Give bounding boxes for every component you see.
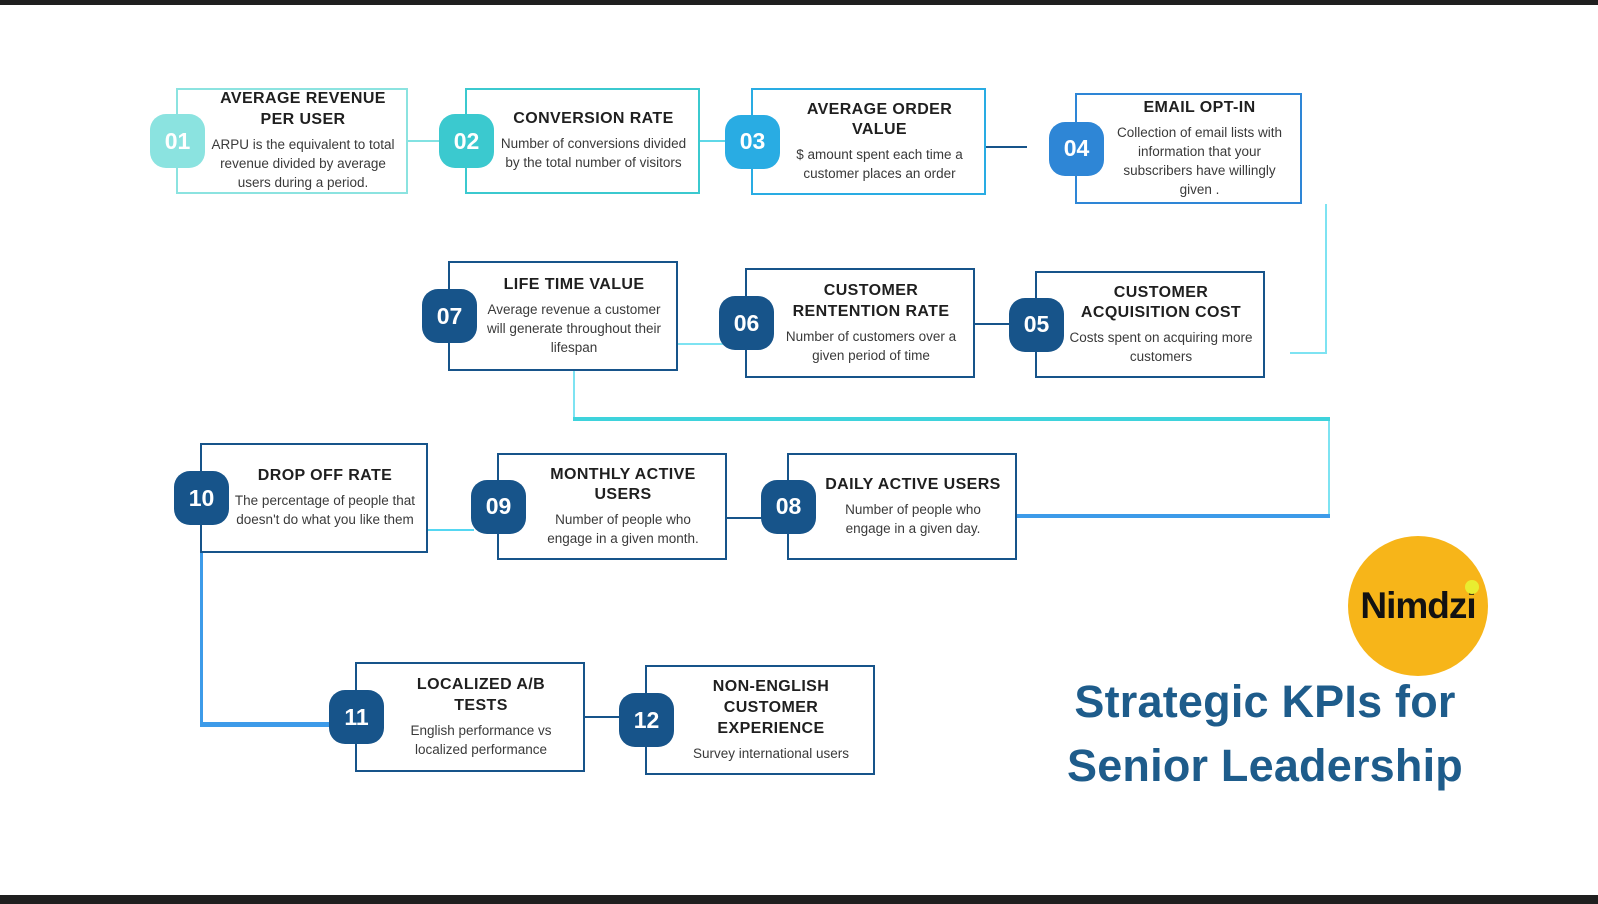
kpi-title: LOCALIZED A/B TESTS — [416, 676, 546, 714]
kpi-box-life-time-value: 07 LIFE TIME VALUE Average revenue a cus… — [422, 261, 678, 371]
kpi-title: LIFE TIME VALUE — [503, 275, 645, 293]
kpi-number-badge-04: 04 — [1049, 121, 1104, 176]
connector-08-09 — [727, 517, 766, 519]
connector-06-07 — [678, 343, 723, 345]
kpi-box-customer-acquisition-cost: 05 CUSTOMER ACQUISITION COST Costs spent… — [1009, 271, 1265, 378]
kpi-description: ARPU is the equivalent to total revenue … — [211, 137, 395, 191]
kpi-box-non-english-customer-experience: 12 NON-ENGLISH CUSTOMER EXPERIENCE Surve… — [619, 665, 875, 775]
kpi-number-badge-02: 02 — [439, 114, 494, 168]
page-title-line1: Strategic KPIs for — [1074, 676, 1456, 727]
kpi-title: CUSTOMER RENTENTION RATE — [792, 282, 950, 320]
kpi-title: AVERAGE ORDER VALUE — [806, 100, 953, 139]
kpi-number-badge-05: 05 — [1009, 297, 1064, 352]
kpi-title: MONTHLY ACTIVE USERS — [550, 465, 696, 504]
kpi-description: Survey international users — [692, 745, 850, 761]
kpi-description: English performance vs localized perform… — [410, 722, 552, 757]
connector-07-down — [573, 371, 575, 419]
kpi-title: DAILY ACTIVE USERS — [825, 475, 1001, 493]
kpi-title: CUSTOMER ACQUISITION COST — [1080, 283, 1242, 322]
connector-10-11 — [200, 722, 342, 727]
kpi-description: Number of people who engage in a given d… — [845, 501, 981, 536]
kpi-number-badge-06: 06 — [719, 296, 774, 350]
kpi-description: Number of conversions divided by the tot… — [500, 136, 687, 171]
kpi-title: AVERAGE REVENUE PER USER — [220, 90, 386, 129]
kpi-title: DROP OFF RATE — [257, 467, 393, 485]
connector-11-12 — [585, 716, 623, 718]
nimdzi-logo-text: Nimdzi — [1360, 585, 1476, 626]
page-title: Strategic KPIs for Senior Leadership — [1020, 670, 1510, 798]
kpi-number-badge-07: 07 — [422, 289, 477, 343]
kpi-number-badge-10: 10 — [174, 471, 229, 525]
kpi-description: Collection of email lists with informati… — [1116, 124, 1283, 198]
connector-02-03 — [700, 140, 733, 142]
kpi-number-badge-08: 08 — [761, 479, 816, 534]
kpi-box-daily-active-users: 08 DAILY ACTIVE USERS Number of people w… — [761, 453, 1017, 560]
kpi-box-average-order-value: 03 AVERAGE ORDER VALUE $ amount spent ea… — [725, 88, 986, 195]
top-black-bar — [0, 0, 1598, 5]
kpi-number-badge-11: 11 — [329, 690, 384, 744]
kpi-description: Number of customers over a given period … — [785, 328, 957, 363]
kpi-number-badge-12: 12 — [619, 693, 674, 747]
connector-04-05 — [1290, 352, 1327, 354]
kpi-description: The percentage of people that doesn't do… — [234, 493, 416, 528]
kpi-number-badge-09: 09 — [471, 479, 526, 534]
connector-right-vertical — [1328, 421, 1330, 516]
connector-05-06 — [975, 323, 1014, 325]
nimdzi-logo: Nimdzi — [1348, 536, 1488, 676]
kpi-description: Number of people who engage in a given m… — [547, 512, 699, 547]
kpi-number-badge-01: 01 — [150, 114, 205, 168]
kpi-box-average-revenue-per-user: 01 AVERAGE REVENUE PER USER ARPU is the … — [150, 88, 408, 194]
connector-09-10 — [428, 529, 474, 531]
kpi-box-customer-retention-rate: 06 CUSTOMER RENTENTION RATE Number of cu… — [719, 268, 975, 378]
connector-10-down — [200, 553, 203, 727]
kpi-number-badge-03: 03 — [725, 114, 780, 169]
kpi-description: Average revenue a customer will generate… — [486, 301, 662, 355]
kpi-box-drop-off-rate: 10 DROP OFF RATE The percentage of peopl… — [174, 443, 428, 553]
kpi-box-monthly-active-users: 09 MONTHLY ACTIVE USERS Number of people… — [471, 453, 727, 560]
bottom-black-bar — [0, 895, 1598, 904]
connector-08-horizontal — [1008, 514, 1330, 518]
kpi-title: EMAIL OPT-IN — [1143, 98, 1256, 116]
page-title-line2: Senior Leadership — [1066, 739, 1463, 791]
kpi-box-conversion-rate: 02 CONVERSION RATE Number of conversions… — [439, 88, 700, 194]
kpi-title: CONVERSION RATE — [513, 110, 674, 128]
connector-mid-horizontal — [573, 417, 1330, 421]
nimdzi-logo-i-dot — [1465, 580, 1479, 594]
connector-03-04 — [986, 146, 1027, 148]
kpi-description: Costs spent on acquiring more customers — [1069, 330, 1253, 365]
kpi-box-email-opt-in: 04 EMAIL OPT-IN Collection of email list… — [1049, 93, 1302, 204]
connector-01-02 — [406, 140, 444, 142]
kpi-description: $ amount spent each time a customer plac… — [796, 147, 963, 182]
connector-04-down — [1325, 204, 1327, 354]
kpi-box-localized-ab-tests: 11 LOCALIZED A/B TESTS English performan… — [329, 662, 585, 772]
kpi-title: NON-ENGLISH CUSTOMER EXPERIENCE — [712, 678, 830, 737]
